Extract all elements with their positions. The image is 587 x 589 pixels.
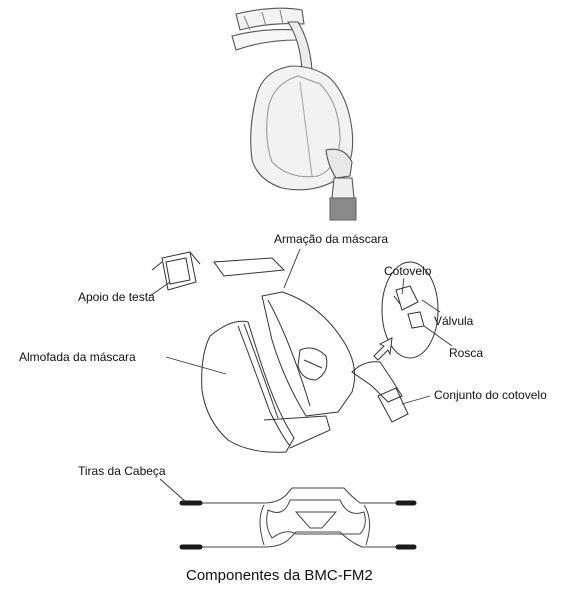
label-headgear: Tiras da Cabeça [78, 464, 166, 478]
headgear-drawing [184, 488, 408, 547]
label-thread: Rosca [449, 346, 483, 360]
label-valve: Válvula [434, 314, 473, 328]
elbow-assembly-drawing [352, 362, 408, 422]
assembled-mask-illustration [232, 8, 356, 220]
mask-frame-drawing [214, 258, 355, 416]
forehead-support-drawing [152, 252, 200, 290]
label-cushion: Almofada da máscara [19, 350, 136, 364]
headgear-strap-ends [182, 503, 414, 547]
label-frame: Armação da máscara [274, 232, 388, 246]
label-elbow: Cotovelo [384, 264, 431, 278]
assembly-arrow [374, 338, 392, 360]
figure-caption: Componentes da BMC-FM2 [186, 567, 373, 584]
label-elbow-assembly: Conjunto do cotovelo [434, 388, 547, 402]
label-forehead-support: Apoio de testa [78, 290, 155, 304]
mask-cushion-drawing [202, 321, 330, 452]
